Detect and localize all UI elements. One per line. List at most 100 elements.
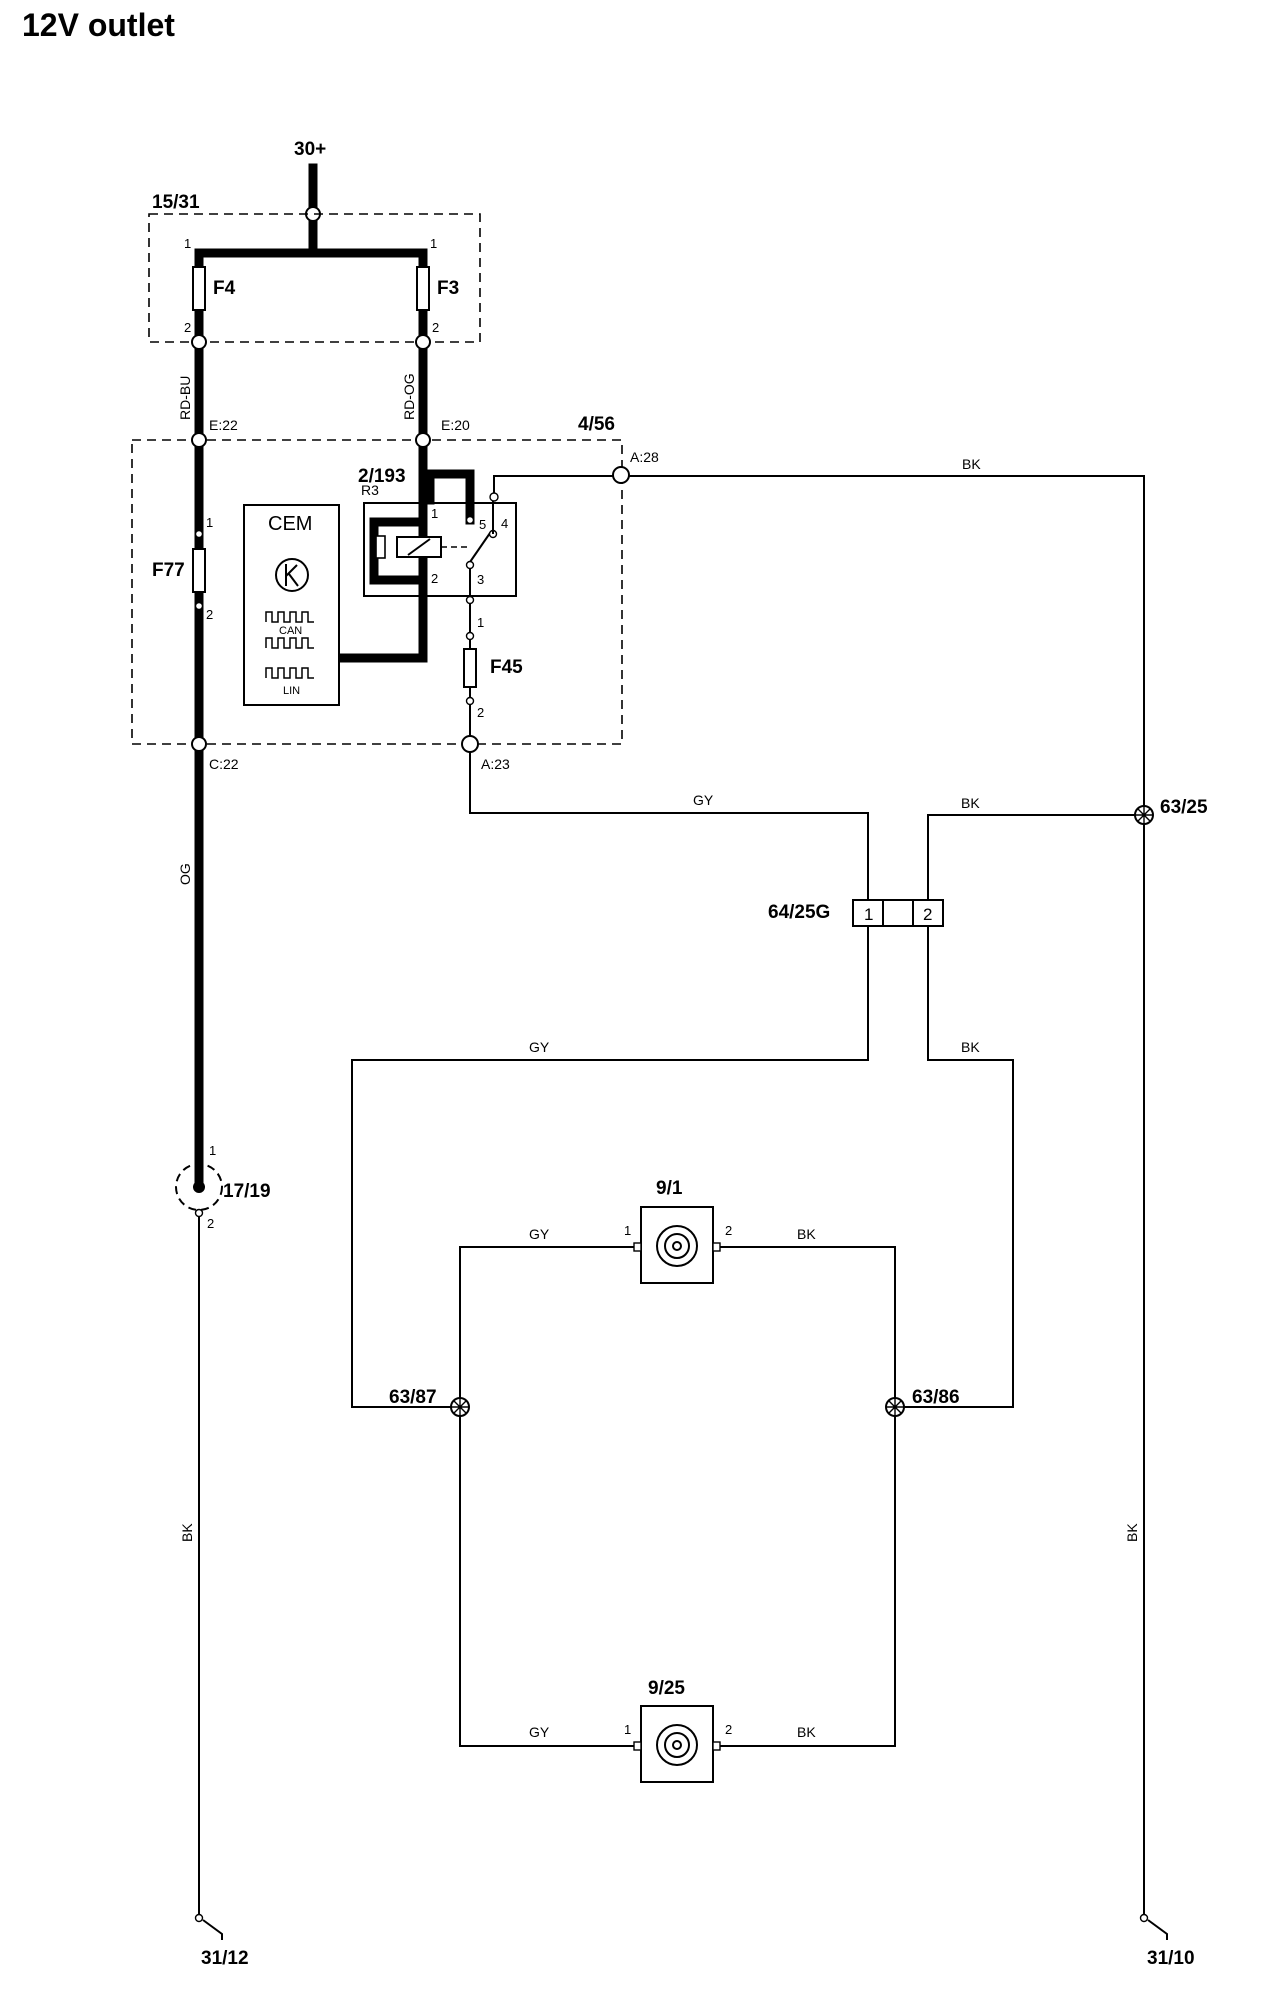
connector-c22-label: C:22 xyxy=(209,756,239,772)
relay-box xyxy=(363,502,517,597)
ground-31-12-icon xyxy=(202,1919,223,1940)
socket-9-25-outer-ring xyxy=(656,1724,698,1766)
wire-bk-63-25 xyxy=(927,814,1144,900)
fusebox-outline xyxy=(148,213,481,343)
socket-pin xyxy=(712,1242,721,1252)
supply-label: 30+ xyxy=(294,139,326,160)
wire-relay-4b xyxy=(493,475,500,493)
cem-outline xyxy=(131,439,623,745)
connector-a28-node xyxy=(612,466,630,484)
splice-63-87-label: 63/87 xyxy=(389,1387,437,1408)
pin-label: 2 xyxy=(432,320,439,335)
socket-center xyxy=(672,1740,682,1750)
connector-64-25g xyxy=(852,899,944,927)
connector-e22-node xyxy=(191,432,207,448)
connector-a28-label: A:28 xyxy=(630,449,659,465)
relay-switch xyxy=(469,532,491,563)
fuse-f4-label: F4 xyxy=(213,278,236,299)
wire-gy-outer xyxy=(351,926,869,1408)
connector-c22-node xyxy=(191,736,207,752)
connector-64-label: 64/25G xyxy=(768,902,830,923)
connector-pin1: 1 xyxy=(864,905,873,924)
wire-label-bk-left: BK xyxy=(179,1523,195,1542)
socket-9-1-label: 9/1 xyxy=(656,1178,683,1199)
pin-label: 1 xyxy=(209,1143,216,1158)
wire-gy-a23 xyxy=(469,752,869,900)
pin-label: 3 xyxy=(477,572,484,587)
pin-node xyxy=(465,631,475,641)
pin-label: 1 xyxy=(624,1223,631,1238)
wire-label-gy-3: GY xyxy=(529,1226,550,1242)
wire-label-bk-2: BK xyxy=(961,795,980,811)
lin-wave-icon xyxy=(265,667,314,679)
fuse-f3 xyxy=(416,266,430,311)
socket-9-25-label: 9/25 xyxy=(648,1678,685,1699)
wire-label-rd-bu: RD-BU xyxy=(177,376,193,420)
cem-box xyxy=(243,504,340,706)
ground-31-10-label: 31/10 xyxy=(1147,1948,1195,1969)
ground-pin-node xyxy=(194,1913,204,1923)
relay-pin-node xyxy=(465,560,475,570)
cem-name: CEM xyxy=(268,513,312,535)
wire-label-gy-4: GY xyxy=(529,1724,550,1740)
pin-label: 1 xyxy=(184,236,191,251)
relay-diode xyxy=(375,535,386,559)
can-wave-icon-2 xyxy=(265,637,314,649)
connector-pin2: 2 xyxy=(923,905,932,924)
can-wave-icon xyxy=(265,611,314,623)
fuse-f77 xyxy=(192,548,206,593)
pin-label: 2 xyxy=(725,1722,732,1737)
pin-node xyxy=(194,1208,204,1218)
socket-9-1-outer-ring xyxy=(656,1225,698,1267)
page-title: 12V outlet xyxy=(22,7,175,43)
relay-label: 2/193 xyxy=(358,466,406,487)
cem-clock-icon xyxy=(275,558,309,592)
pin-node xyxy=(465,696,475,706)
relay-coil-slash xyxy=(407,538,431,556)
socket-ring xyxy=(664,1233,690,1259)
pin-label: 2 xyxy=(206,607,213,622)
socket-9-1 xyxy=(640,1206,714,1284)
wire-bk-inner xyxy=(718,1246,896,1747)
pin-label: 2 xyxy=(725,1223,732,1238)
wire-label-bk-right: BK xyxy=(1124,1523,1140,1542)
component-17-19-label: 17/19 xyxy=(223,1181,271,1202)
fuse-f45 xyxy=(463,648,477,688)
wire-bk-outer xyxy=(895,926,1014,1408)
relay-pin-node xyxy=(489,492,499,502)
splice-63-86-label: 63/86 xyxy=(912,1387,960,1408)
fuse-f77-label: F77 xyxy=(152,560,185,581)
splice-mark xyxy=(886,1398,904,1416)
ground-pin-node xyxy=(1139,1913,1149,1923)
component-17-19 xyxy=(175,1163,223,1211)
ground-31-10-icon xyxy=(1147,1919,1168,1940)
splice-mark xyxy=(451,1398,469,1416)
socket-pin xyxy=(633,1242,642,1252)
fusebox-node-f4 xyxy=(191,334,207,350)
pin-label: 1 xyxy=(624,1722,631,1737)
pin-node xyxy=(194,529,204,539)
socket-9-25 xyxy=(640,1705,714,1783)
connector-e20-node xyxy=(415,432,431,448)
pin-label: 1 xyxy=(430,236,437,251)
pin-label: 2 xyxy=(207,1216,214,1231)
wire-label-rd-og: RD-OG xyxy=(401,373,417,420)
wire-label-og: OG xyxy=(177,863,193,885)
connector-e22-label: E:22 xyxy=(209,417,238,433)
splice-63-25-label: 63/25 xyxy=(1160,797,1208,818)
wire-relay-4 xyxy=(492,495,496,534)
wire-gy-inner xyxy=(459,1246,636,1747)
socket-ring xyxy=(664,1732,690,1758)
wire-label-bk-top: BK xyxy=(962,456,981,472)
relay-pin-node xyxy=(465,515,475,525)
pin-label: 2 xyxy=(184,320,191,335)
cem-module-label: 4/56 xyxy=(578,414,615,435)
wire-bk-right xyxy=(498,475,1145,1922)
pin-label: 1 xyxy=(206,515,213,530)
pin-label: 5 xyxy=(479,517,486,532)
socket-center xyxy=(672,1241,682,1251)
pin-label: 2 xyxy=(477,705,484,720)
ground-31-12-label: 31/12 xyxy=(201,1948,249,1969)
component-17-19-core xyxy=(193,1181,205,1193)
